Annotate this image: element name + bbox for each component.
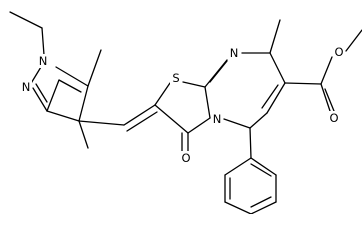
atom-ester-oxygen-single: O xyxy=(333,45,345,59)
n-n-bond xyxy=(32,87,48,112)
svg-text:N: N xyxy=(213,112,222,126)
atom-imine-nitrogen: N xyxy=(228,46,241,60)
svg-text:O: O xyxy=(329,111,338,125)
svg-text:N: N xyxy=(230,46,239,60)
molecule-structure-diagram: N N S N N O O O xyxy=(9,11,362,214)
phenyl-ring xyxy=(224,127,277,214)
atom-ester-carbonyl-oxygen: O xyxy=(328,111,340,125)
atom-n1: N xyxy=(37,54,49,68)
ring-carbonyl xyxy=(181,132,189,153)
atom-ring-nitrogen: N xyxy=(211,112,223,126)
thiazole-ring xyxy=(154,81,211,134)
pyrazole-methyl-groups xyxy=(78,49,102,149)
pyrimidine-methyl xyxy=(269,19,281,54)
svg-text:O: O xyxy=(181,151,190,165)
atom-carbonyl-oxygen: O xyxy=(180,151,192,165)
svg-text:O: O xyxy=(334,45,343,59)
pyrazole-ring xyxy=(29,61,89,122)
pyrimidine-ring xyxy=(204,52,286,129)
ethyl-group xyxy=(9,11,45,56)
svg-text:N: N xyxy=(39,54,48,68)
atom-n2: N xyxy=(20,80,32,94)
svg-text:N: N xyxy=(22,80,31,94)
atom-labels: N N S N N O O O xyxy=(20,45,345,165)
methylidene-bridge xyxy=(78,104,158,132)
svg-text:S: S xyxy=(172,71,179,85)
atom-sulfur: S xyxy=(170,71,182,85)
methyl-ester-group xyxy=(284,29,362,112)
